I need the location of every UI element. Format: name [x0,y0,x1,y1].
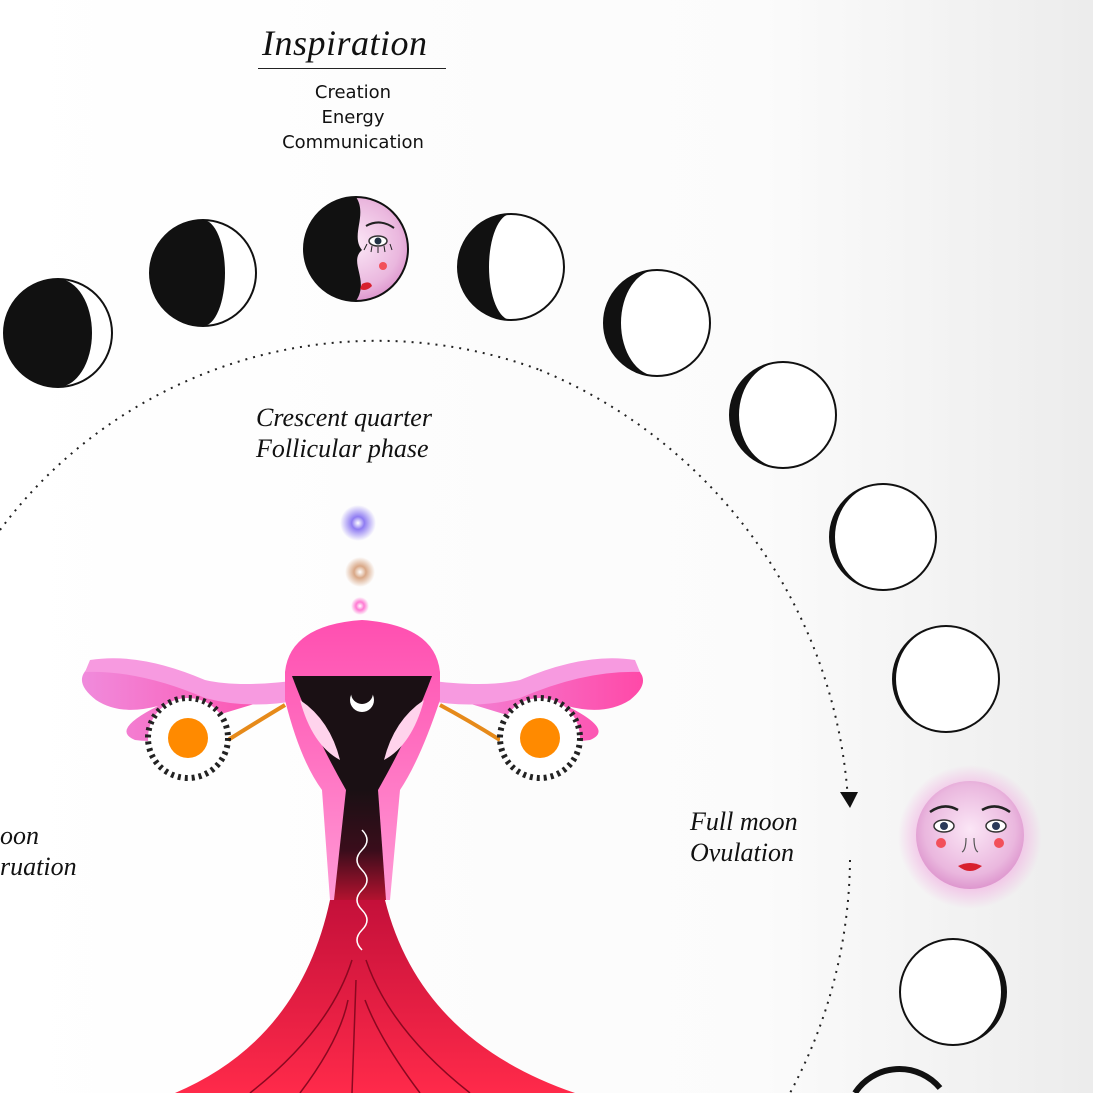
moon-phase-icon [893,626,999,732]
violet-orb-icon [340,505,376,541]
right-ovary-icon [500,698,580,778]
label-line: oon [0,820,77,851]
label-line: Follicular phase [256,433,432,464]
moon-phase-icon [830,484,936,590]
crescent-phase-label: Crescent quarter Follicular phase [256,402,432,464]
moon-face-icon [304,197,408,301]
moon-phase-icon [855,1069,940,1093]
left-ovary-icon [148,698,228,778]
left-phase-label-partial: oon ruation [0,820,77,882]
moon-phase-icon [604,270,710,376]
full-moon-label: Full moon Ovulation [690,806,798,868]
moon-phase-icon [4,279,112,387]
moon-phase-icon [458,214,564,320]
label-line: Full moon [690,806,798,837]
pink-orb-icon [351,597,369,615]
label-line: Crescent quarter [256,402,432,433]
uterus-illustration [82,620,643,1093]
label-line: Ovulation [690,837,798,868]
dotted-orbit [790,860,850,1093]
tan-orb-icon [345,557,375,587]
moon-phase-icon [150,220,256,326]
full-moon-face-icon [898,765,1042,909]
moon-phase-icon [900,939,1006,1045]
arrow-head-icon [840,792,858,808]
label-line: ruation [0,851,77,882]
moon-phase-icon [730,362,836,468]
